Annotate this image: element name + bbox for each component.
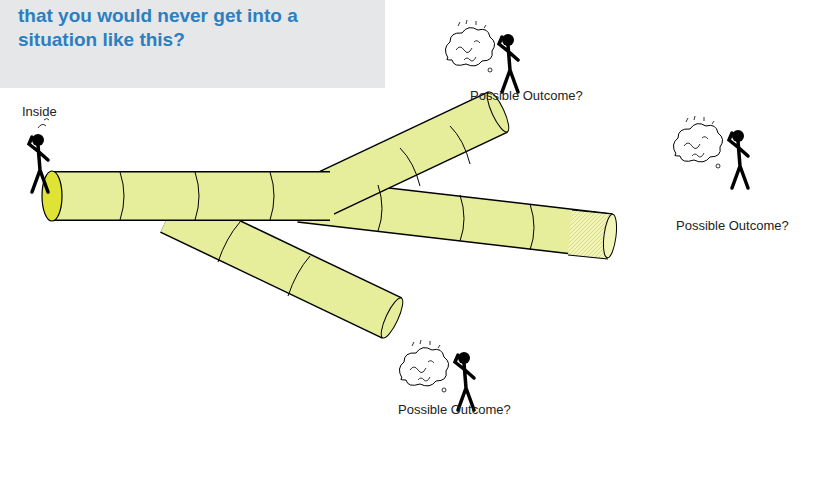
outcome-label: Possible Outcome? (676, 218, 789, 233)
outcome-label: Possible Outcome? (470, 88, 583, 103)
question-band: that you would never get into a situatio… (0, 0, 385, 88)
start-label: Inside (22, 104, 57, 119)
outcome-label: Possible Outcome? (398, 402, 511, 417)
question-text: that you would never get into a situatio… (18, 4, 367, 52)
